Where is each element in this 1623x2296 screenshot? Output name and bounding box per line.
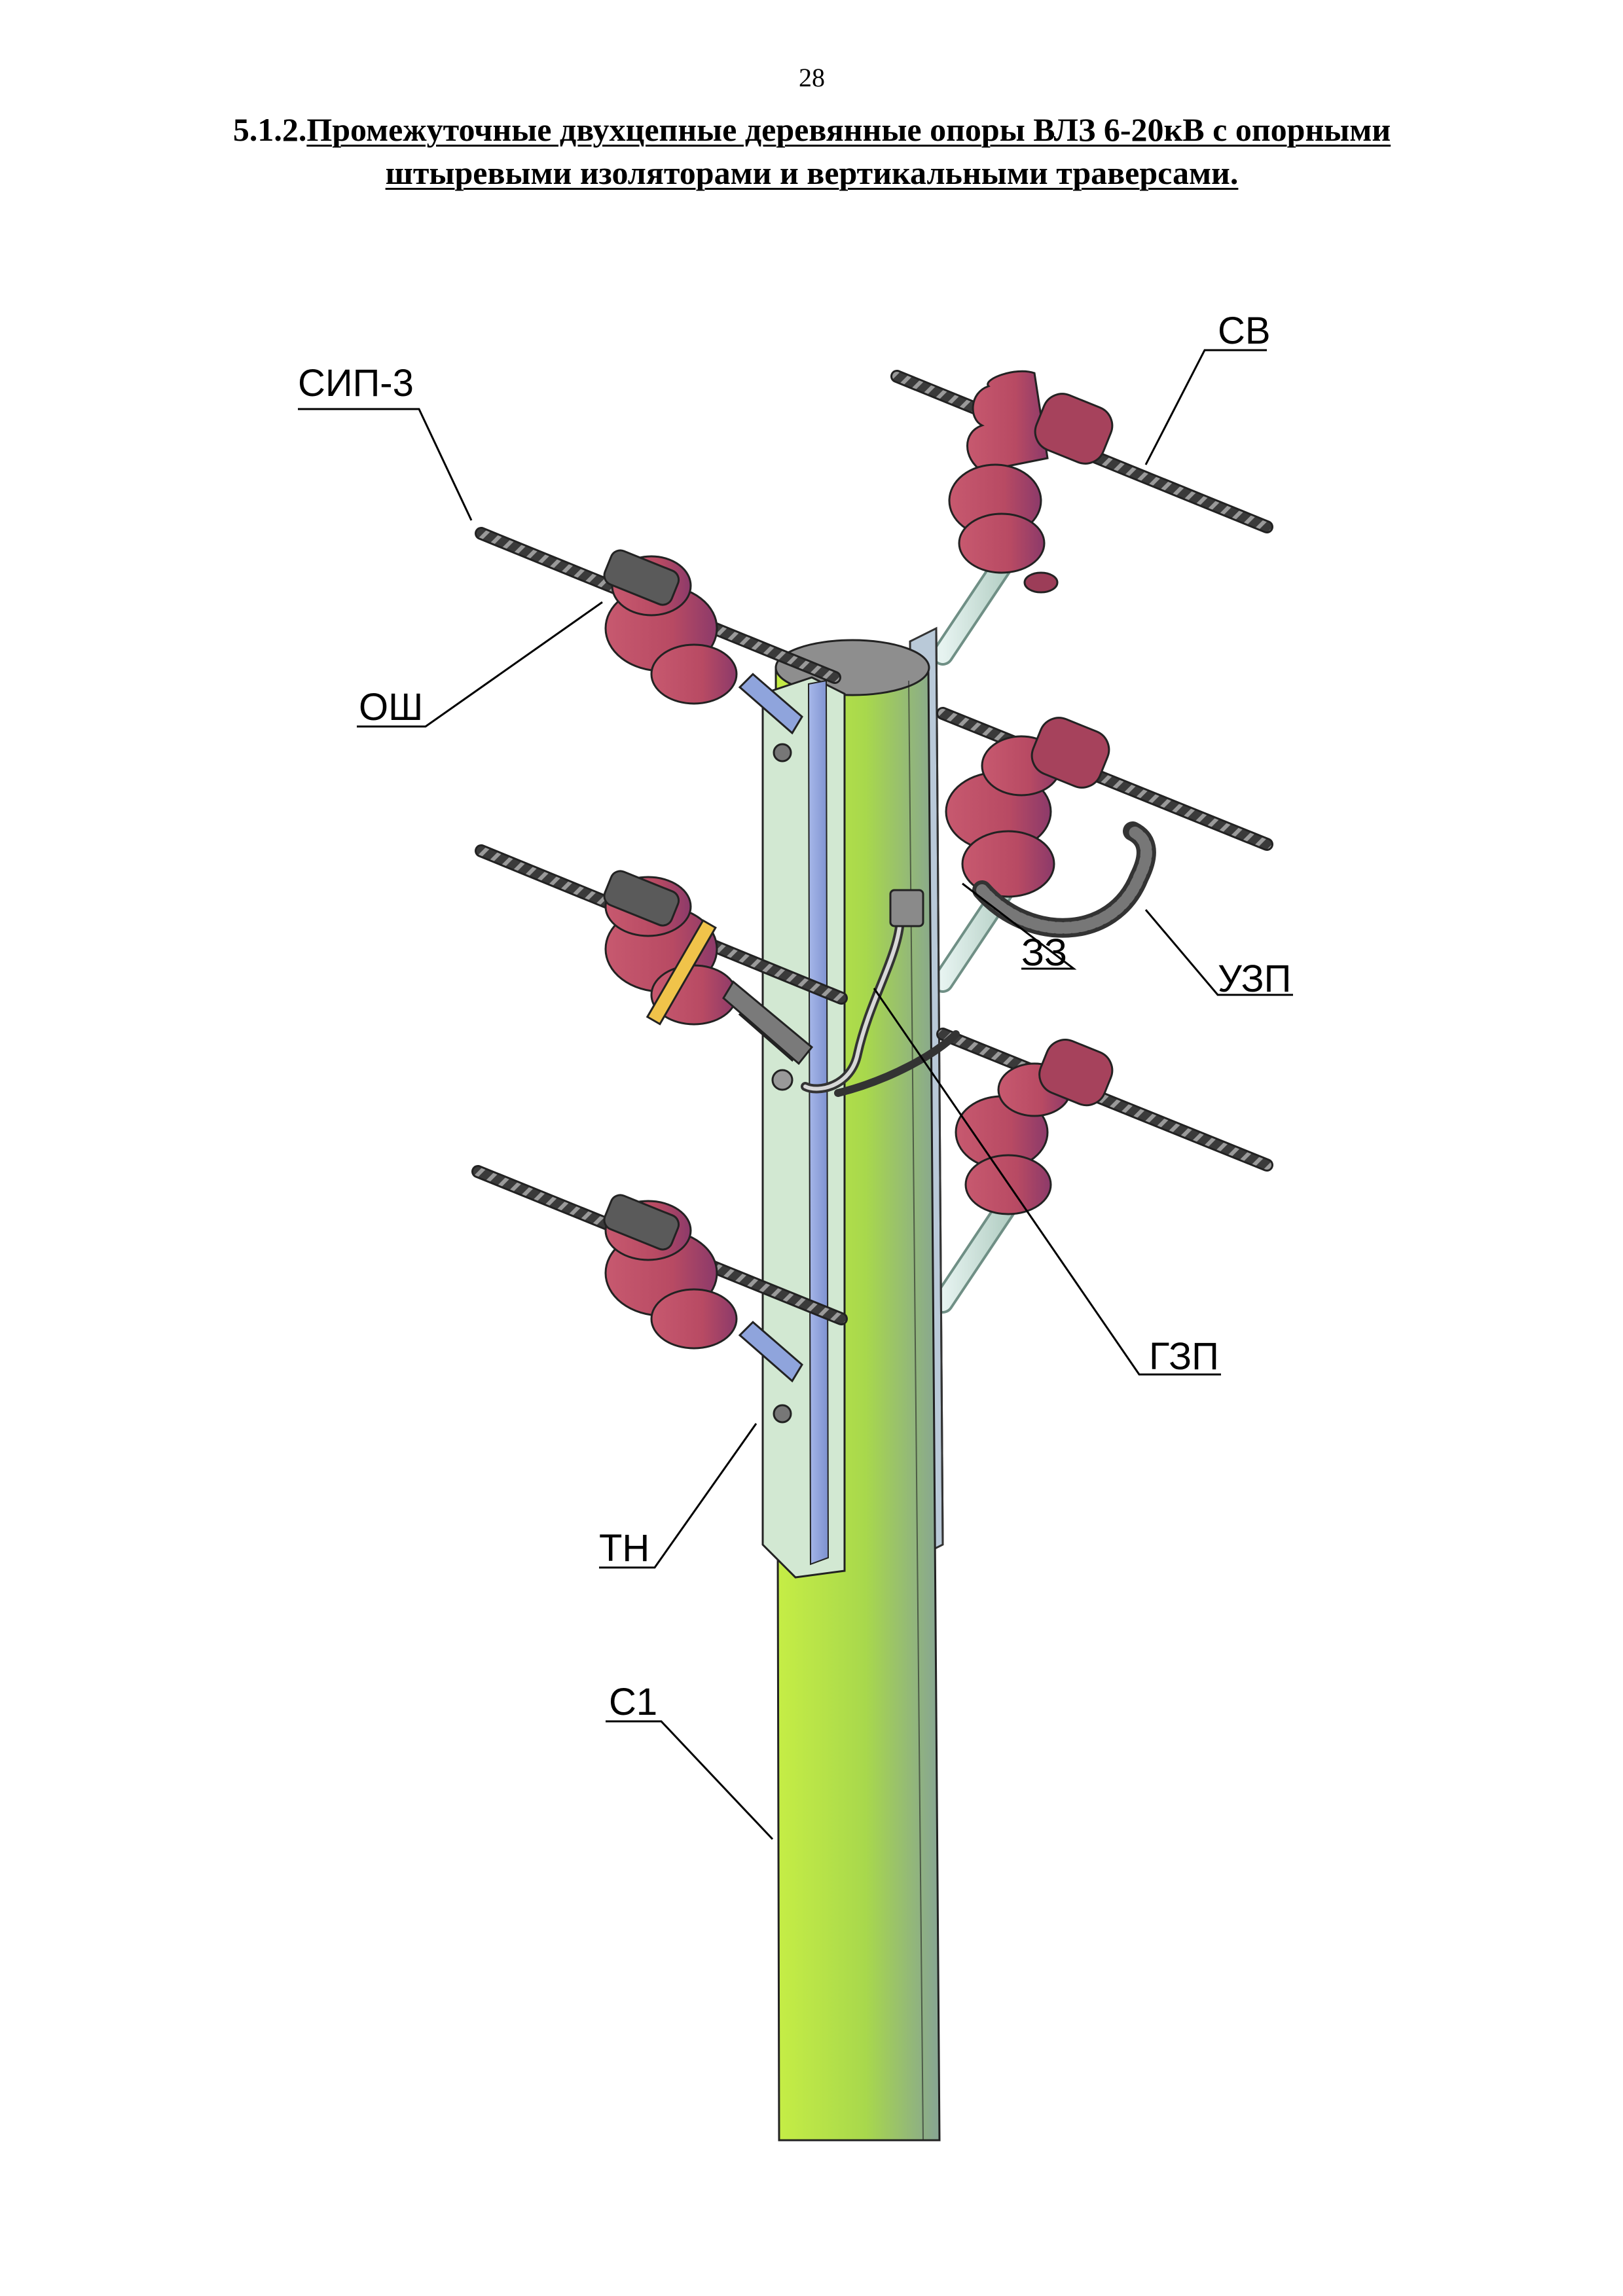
yellow-clamp	[646, 919, 717, 1026]
uzp-surge-loop	[972, 821, 1156, 938]
callout-gzp: ГЗП	[1149, 1335, 1219, 1378]
leader-sv	[1144, 349, 1267, 465]
callout-c1: С1	[609, 1681, 657, 1723]
insulator-right-middle	[945, 717, 1110, 898]
heading-section-number: 5.1.2.	[232, 111, 307, 148]
callout-uzp: УЗП	[1218, 958, 1291, 1000]
callout-leaders	[298, 349, 1293, 1840]
grounding-conductor	[801, 889, 960, 1097]
leader-zz	[962, 882, 1077, 970]
traverse-plate-tn	[761, 676, 846, 1579]
insulator-left-bottom	[603, 1194, 738, 1350]
leader-c1	[606, 1720, 774, 1840]
leader-uzp	[1144, 909, 1293, 996]
callout-zz: ЗЗ	[1021, 931, 1067, 974]
heading-line-1: 5.1.2.Промежуточные двухцепные деревянны…	[144, 108, 1480, 151]
leader-gzp	[873, 988, 1221, 1376]
grounding-bracket	[722, 980, 814, 1066]
callout-sip3: СИП-3	[298, 362, 414, 404]
heading-title-line-2: штыревыми изоляторами и вертикальными тр…	[385, 154, 1239, 191]
heading-title-line-1: Промежуточные двухцепные деревянные опор…	[306, 111, 1391, 148]
leader-tn	[599, 1423, 757, 1569]
callout-sv: СВ	[1218, 310, 1271, 352]
callout-tn: ТН	[599, 1527, 649, 1570]
callout-osh: ОШ	[359, 686, 423, 728]
leader-osh	[357, 601, 603, 728]
insulator-right-bottom	[955, 1039, 1114, 1215]
insulator-left-top	[603, 549, 738, 705]
leader-sip3	[298, 408, 473, 521]
callout-labels: СИП-3 СВ ОШ ЗЗ УЗП ГЗП ТН С1	[298, 310, 1291, 1723]
section-heading: 5.1.2.Промежуточные двухцепные деревянны…	[144, 108, 1480, 194]
insulator-right-top	[948, 370, 1114, 594]
insulator-left-middle	[603, 870, 814, 1066]
page-number: 28	[799, 63, 825, 92]
